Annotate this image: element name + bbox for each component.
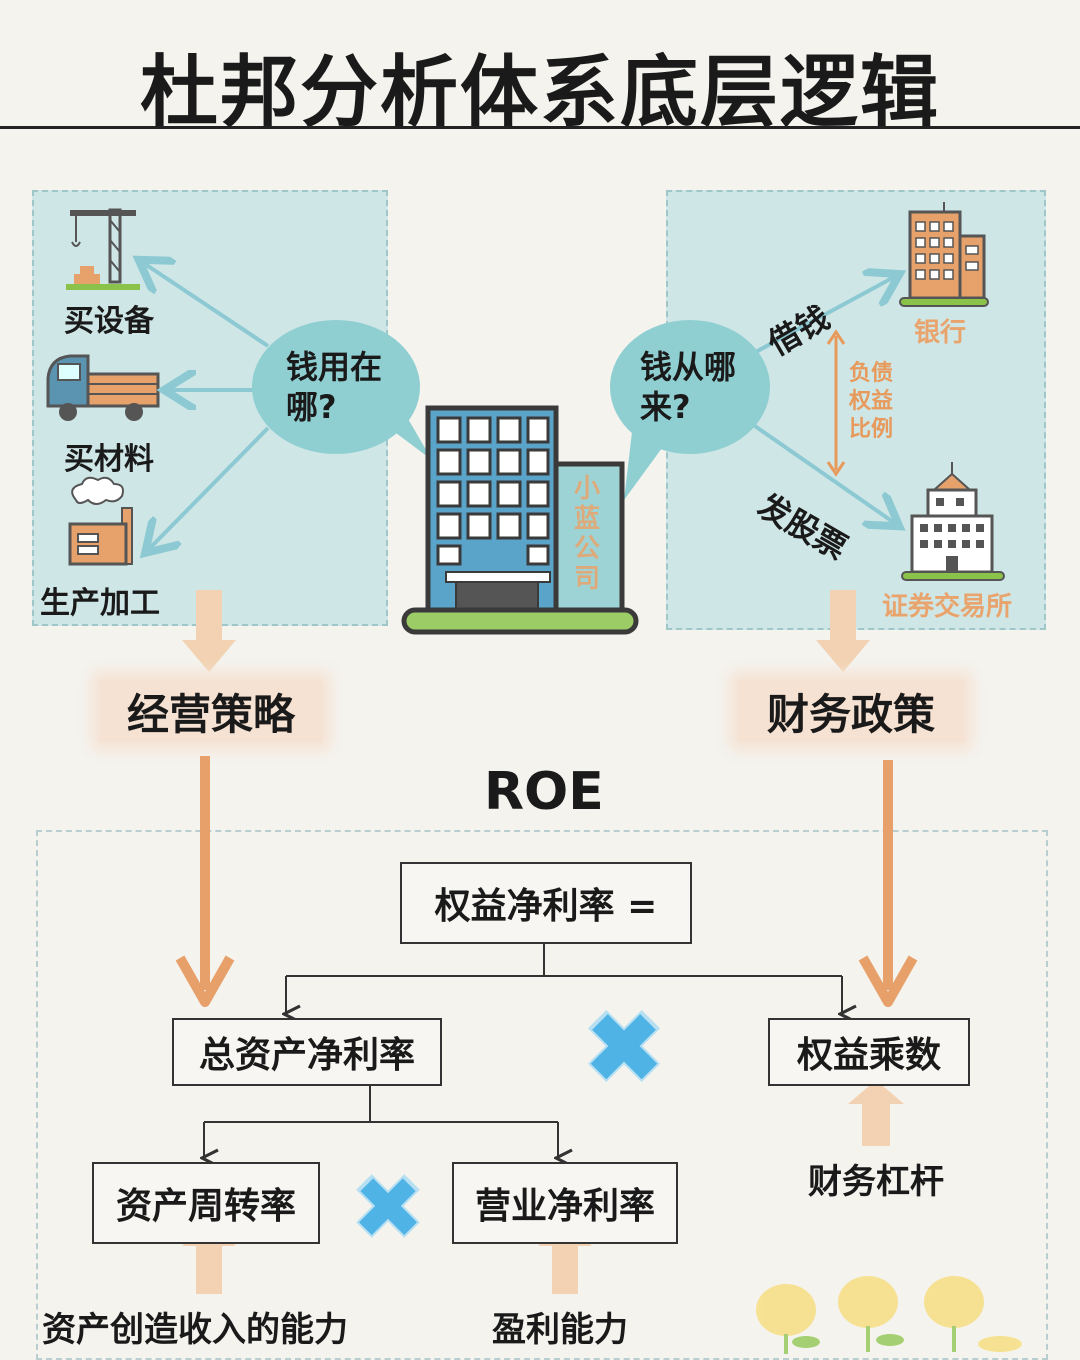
ratio-note-line-2: 权益 <box>848 389 893 414</box>
net-profit-margin-box: 营业净利率 <box>452 1162 678 1244</box>
roe-root-box: 权益净利率 = <box>400 862 692 944</box>
company-building-icon <box>401 405 639 635</box>
company-sign-char-3: 公 <box>573 534 600 564</box>
company-sign: 小 蓝 公 司 <box>570 474 604 594</box>
roa-box: 总资产净利率 <box>172 1018 442 1086</box>
company-sign-char-1: 小 <box>573 474 600 504</box>
asset-revenue-ability-note: 资产创造收入的能力 <box>42 1310 348 1350</box>
ratio-arrow <box>826 329 846 477</box>
equity-multiplier-box: 权益乘数 <box>768 1018 970 1086</box>
financial-leverage-note: 财务杠杆 <box>808 1162 944 1202</box>
item-buy-materials: 买材料 <box>64 442 154 477</box>
flower-icon-group <box>756 1276 1022 1354</box>
exchange-icon <box>901 462 1005 581</box>
page-title: 杜邦分析体系底层逻辑 <box>139 48 940 138</box>
financial-policy-label: 财务政策 <box>738 680 964 742</box>
item-production: 生产加工 <box>40 586 160 621</box>
operating-strategy-label: 经营策略 <box>100 680 322 742</box>
roe-heading: ROE <box>484 762 604 822</box>
bank-icon <box>899 202 989 307</box>
profitability-note: 盈利能力 <box>492 1310 628 1350</box>
multiply-icon-bottom <box>356 1174 420 1238</box>
bubble-where-money-from: 钱从哪来? <box>610 320 770 454</box>
bank-label: 银行 <box>914 318 967 348</box>
right-arrows <box>750 0 1080 700</box>
crane-icon <box>66 208 140 290</box>
multiply-icon-top <box>587 1009 661 1083</box>
exchange-label: 证券交易所 <box>882 592 1013 622</box>
title-divider <box>0 126 1080 129</box>
ratio-note-line-1: 负债 <box>848 361 893 386</box>
bubble-where-money-used: 钱用在哪? <box>252 320 420 454</box>
company-sign-char-2: 蓝 <box>573 504 600 534</box>
factory-icon <box>68 476 133 566</box>
company-sign-char-4: 司 <box>573 564 600 594</box>
ratio-note: 负债 权益 比例 <box>846 360 896 444</box>
ratio-note-line-3: 比例 <box>848 417 893 442</box>
asset-turnover-box: 资产周转率 <box>92 1162 320 1244</box>
item-buy-equipment: 买设备 <box>64 304 154 339</box>
